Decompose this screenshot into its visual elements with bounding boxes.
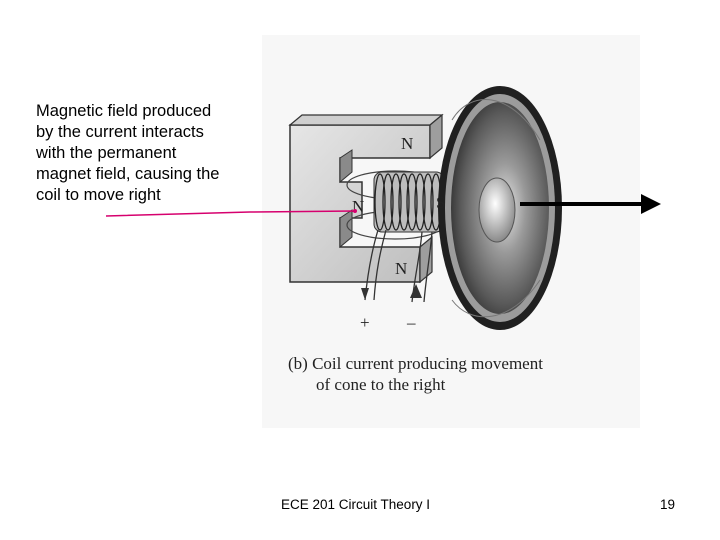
- caption-line-2: of cone to the right: [316, 375, 446, 394]
- caption-line-1: (b) Coil current producing movement: [288, 354, 543, 373]
- footer-course: ECE 201 Circuit Theory I: [281, 497, 431, 512]
- pole-label-center: N: [352, 197, 364, 216]
- callout-text: Magnetic field produced by the current i…: [36, 101, 251, 206]
- figure-caption: (b) Coil current producing movement of c…: [288, 353, 543, 395]
- speaker-cone: [438, 86, 562, 330]
- pole-label-coil-end: S: [436, 193, 445, 212]
- pole-label-top: N: [401, 134, 413, 153]
- pointer-dot: [353, 209, 357, 213]
- pole-label-bottom: N: [395, 259, 407, 278]
- terminal-minus: –: [406, 313, 416, 332]
- current-arrow-icon: [410, 284, 422, 298]
- current-arrow-icon: [361, 288, 369, 300]
- callout-line: Magnetic field produced: [36, 102, 212, 120]
- movement-arrow-icon: [520, 194, 661, 214]
- voice-coil: [373, 171, 445, 233]
- callout-line: with the permanent: [36, 144, 177, 162]
- callout-line: coil to move right: [36, 186, 161, 204]
- callout-line: by the current interacts: [36, 123, 204, 141]
- terminal-plus: +: [360, 313, 370, 332]
- callout-line: magnet field, causing the: [36, 165, 220, 183]
- page-number: 19: [660, 497, 676, 512]
- pointer-line: [105, 210, 356, 217]
- permanent-magnet: [288, 113, 444, 284]
